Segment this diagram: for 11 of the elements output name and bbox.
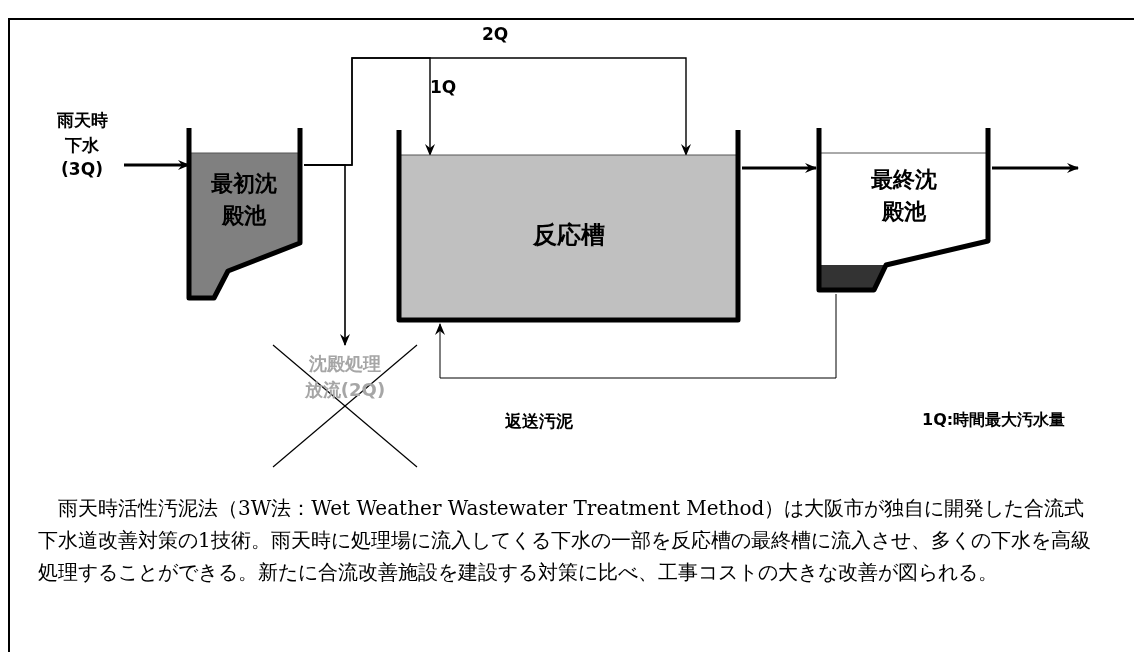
edge-label: 1Q [430, 77, 457, 97]
caption: 雨天時活性汚泥法（3W法：Wet Weather Wastewater Treatment Method）は大阪市が独自に開発した合流式下水道改善対策の1技術。雨天時に処理場に流入してくる下水の一部を反応槽の最終槽に流入させ、多くの下水を高級処理することができる。新たに合流改善施設を建設する対策に比べ、工事コストの大きな改善が図られる。 [38, 495, 1092, 586]
arrow [992, 163, 1079, 173]
inflow-label: 雨天時下水(3Q) [40, 108, 124, 188]
edge-label: 2Q [482, 24, 509, 44]
note: 1Q:時間最大汚水量 [922, 410, 1066, 431]
arrow [435, 293, 837, 379]
arrow [303, 164, 350, 346]
arrow [124, 160, 190, 170]
edge-label: 返送汚泥 [505, 410, 573, 433]
arrow [742, 163, 817, 173]
